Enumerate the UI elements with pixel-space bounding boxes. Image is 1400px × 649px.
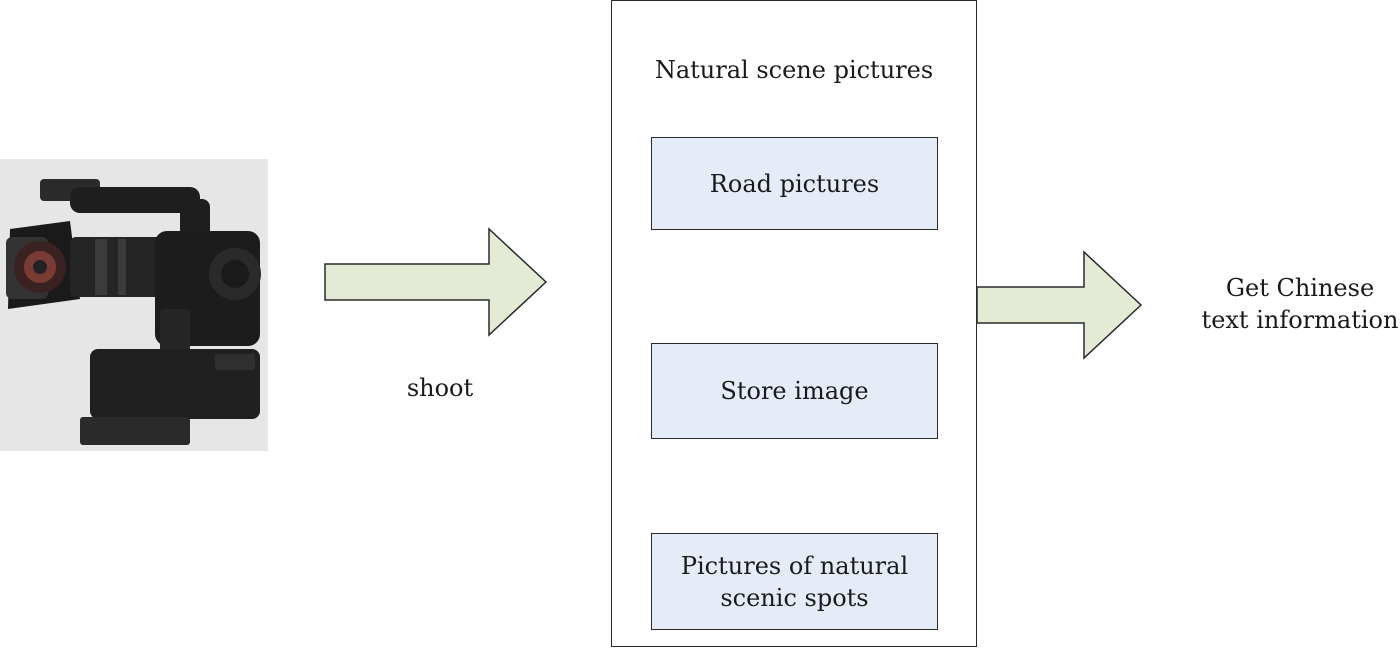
output-label: Get Chinese text information xyxy=(1201,274,1399,334)
road-pictures-box: Road pictures xyxy=(651,137,938,230)
output-arrow-icon xyxy=(976,250,1143,360)
video-camera-icon xyxy=(0,159,268,451)
scenic-spots-box: Pictures of natural scenic spots xyxy=(651,533,938,630)
box-label: Store image xyxy=(720,377,869,405)
store-image-box: Store image xyxy=(651,343,938,439)
shoot-label: shoot xyxy=(406,374,474,402)
shoot-arrow-icon xyxy=(324,227,548,337)
container-title: Natural scene pictures xyxy=(654,56,934,84)
box-label: Road pictures xyxy=(709,169,880,198)
video-camera-photo xyxy=(0,159,268,451)
box-label: Pictures of natural scenic spots xyxy=(680,551,909,612)
